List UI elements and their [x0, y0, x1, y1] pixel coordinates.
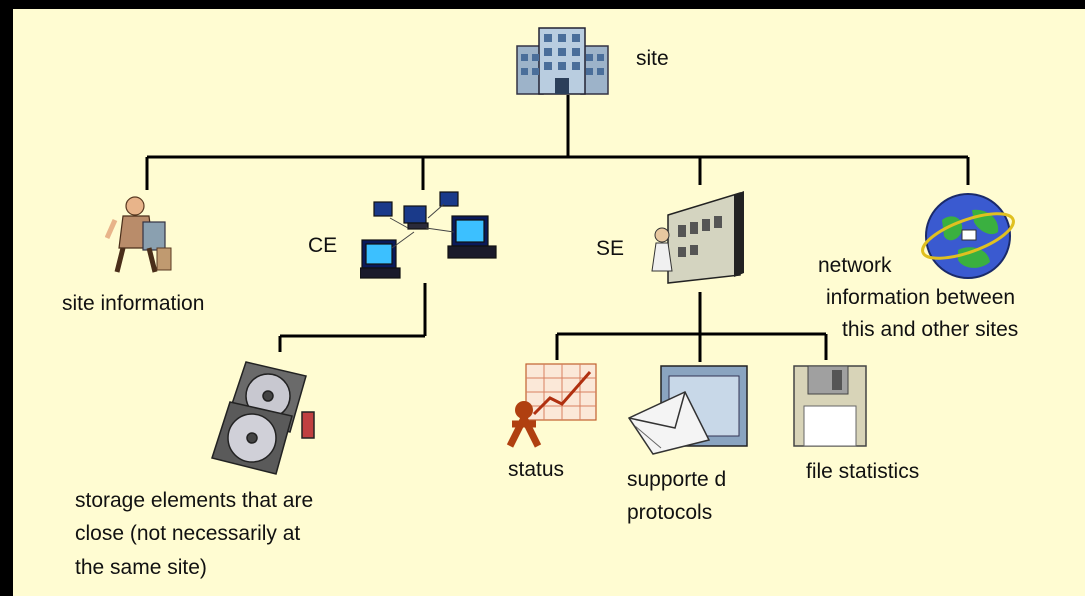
computers-network-icon: [360, 191, 497, 279]
storage-close-label-line2: close (not necessarily at: [75, 522, 301, 545]
file-statistics-label: file statistics: [806, 460, 920, 483]
diagram-panel: [13, 9, 1085, 596]
status-label: status: [508, 458, 565, 481]
globe-icon: [921, 193, 1015, 279]
disks-icon: [211, 361, 315, 475]
protocols-label-line1: supporte d: [627, 468, 727, 491]
network-label-line1: network: [818, 254, 892, 277]
storage-close-label-line1: storage elements that are: [75, 489, 314, 512]
site-information-label: site information: [62, 292, 205, 315]
status-chart-icon: [506, 363, 597, 448]
site-label: site: [636, 47, 669, 70]
envelope-protocols-icon: [627, 365, 748, 455]
building-icon: [516, 27, 609, 95]
ce-label: CE: [308, 234, 338, 257]
network-label-line3: this and other sites: [842, 318, 1019, 341]
network-label-line2: information between: [826, 286, 1016, 309]
protocols-label-line2: protocols: [627, 501, 713, 524]
floppy-disk-icon: [793, 365, 867, 447]
storage-close-label-line3: the same site): [75, 556, 207, 579]
worker-icon: [105, 196, 172, 273]
storage-equipment-icon: [651, 191, 744, 284]
se-label: SE: [596, 237, 625, 260]
